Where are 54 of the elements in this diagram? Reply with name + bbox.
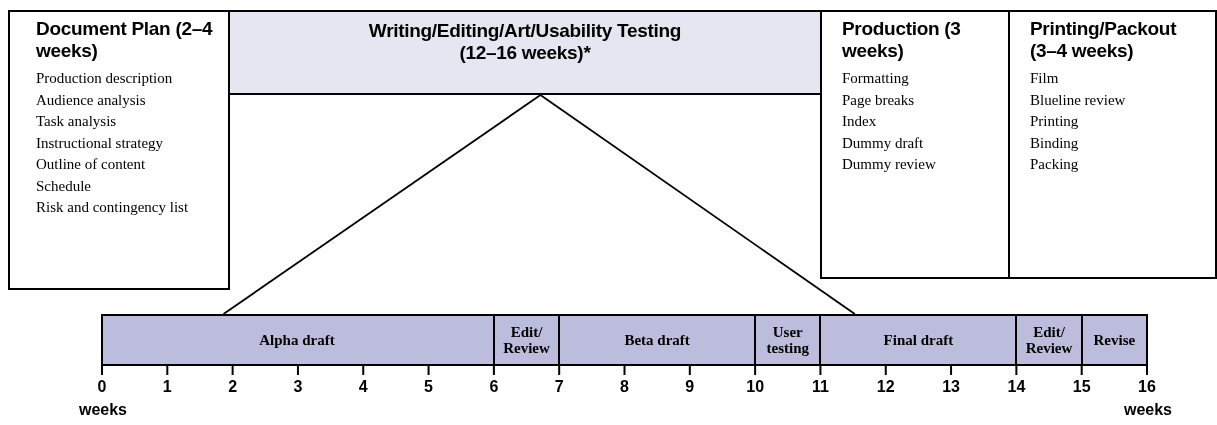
phase-box <box>820 10 1010 279</box>
task-item: Task analysis <box>36 112 118 131</box>
tick-number: 14 <box>1007 378 1026 396</box>
segment-label: Final draft <box>883 332 954 348</box>
segment-label: User testing <box>765 324 811 356</box>
task-item: Production description <box>36 69 174 88</box>
phase-box <box>228 10 822 95</box>
tick-number: 11 <box>812 378 829 396</box>
tick-number: 13 <box>942 378 960 396</box>
task-item: Dummy draft <box>842 133 925 153</box>
segment-label: Beta draft <box>624 332 690 348</box>
phase-heading: Printing/Packout (3–4 weeks) <box>1030 18 1178 62</box>
axis-unit: weeks <box>1124 401 1172 419</box>
timeline-bar <box>101 314 1148 366</box>
task-item: Schedule <box>36 176 92 196</box>
task-item: Blueline review <box>1030 90 1127 110</box>
tick-number: 15 <box>1072 378 1091 396</box>
task-item: Page breaks <box>842 90 916 110</box>
tick-number: 6 <box>489 378 499 396</box>
tick-number: 3 <box>293 378 303 396</box>
task-item: Risk and contingency list <box>36 198 190 217</box>
tick-number: 2 <box>228 378 238 396</box>
task-item: Index <box>842 112 878 131</box>
task-item: Formatting <box>842 69 910 88</box>
task-item: Dummy review <box>842 155 937 174</box>
axis-unit: weeks <box>79 401 127 419</box>
phase-box <box>8 10 230 290</box>
segment-label: Edit/ Review <box>1024 324 1074 356</box>
phase-heading: Production (3 weeks) <box>842 18 962 62</box>
segment-label: Revise <box>1093 332 1136 348</box>
phase-heading: Document Plan (2–4 weeks) <box>36 18 214 62</box>
tick-number: 9 <box>685 378 695 396</box>
task-item: Instructional strategy <box>36 133 165 153</box>
tick-number: 4 <box>358 378 368 396</box>
tick-number: 10 <box>746 378 764 396</box>
tick-number: 1 <box>162 378 172 396</box>
task-item: Packing <box>1030 155 1080 174</box>
connector-line <box>539 94 856 315</box>
task-item: Film <box>1030 69 1060 88</box>
tick-number: 0 <box>97 378 107 396</box>
tick-number: 8 <box>620 378 629 396</box>
connector-line <box>222 94 542 315</box>
tick-number: 7 <box>554 378 564 396</box>
tick-number: 12 <box>876 378 895 396</box>
tick-number: 5 <box>424 378 433 396</box>
phase-box <box>1008 10 1217 279</box>
phase-heading: Writing/Editing/Art/Usability Testing (12–16 weeks)* <box>367 20 683 64</box>
segment-label: Alpha draft <box>259 332 335 348</box>
segment-label: Edit/ Review <box>502 324 551 356</box>
task-item: Printing <box>1030 112 1080 131</box>
task-item: Binding <box>1030 133 1080 153</box>
task-item: Audience analysis <box>36 90 147 110</box>
task-item: Outline of content <box>36 155 147 174</box>
tick-number: 16 <box>1138 378 1156 396</box>
